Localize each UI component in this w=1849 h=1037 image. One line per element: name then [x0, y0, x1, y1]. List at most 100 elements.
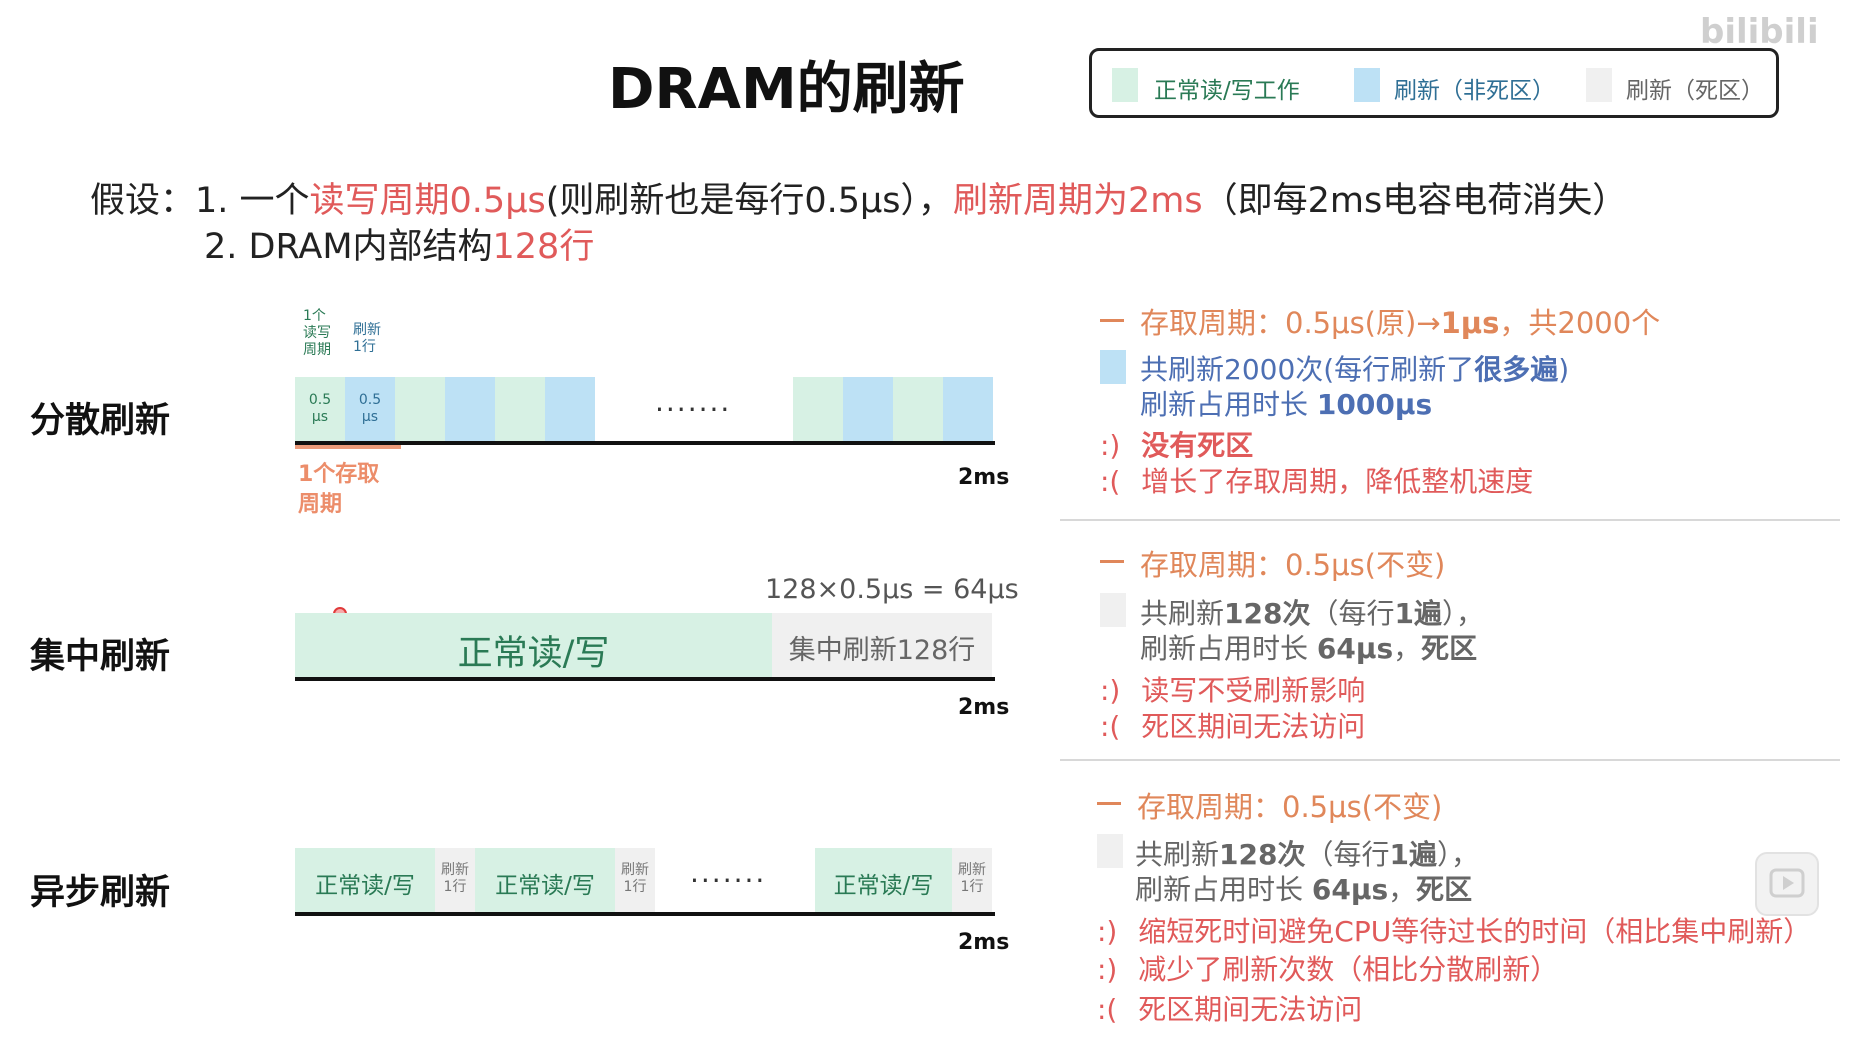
async-refresh-text-2: 刷新 1行 — [621, 862, 649, 895]
async-normal-text-2: 正常读/写 — [495, 873, 595, 899]
rw-cycle-label: 1个 读写 周期 — [303, 308, 331, 358]
async-refresh-duration-bold2: 死区 — [1416, 873, 1473, 906]
centralized-access-title: 存取周期：0.5μs(不变) — [1140, 548, 1446, 582]
centralized-con-text: 死区期间无法访问 — [1141, 710, 1366, 743]
async-normal-block-2: 正常读/写 — [475, 848, 615, 912]
async-refresh-count-mid: （每行 — [1305, 838, 1390, 871]
async-refresh-count-bold2: 1遍 — [1389, 838, 1437, 871]
scattered-refresh-duration-text: 刷新占用时长 — [1140, 388, 1317, 421]
scattered-ellipsis: ....... — [655, 385, 732, 418]
assumption-refresh-cycle: 刷新周期为2ms — [953, 181, 1203, 221]
scattered-refresh-count-end: ) — [1558, 353, 1570, 386]
async-refresh-block-3: 刷新 1行 — [952, 848, 992, 912]
bilibili-logo-watermark: bilibili — [1700, 12, 1819, 52]
scattered-cell-refresh-1: 0.5 μs — [345, 377, 395, 441]
assumption-rw-cycle: 读写周期0.5μs — [309, 181, 546, 221]
scattered-pro-text: 没有死区 — [1141, 429, 1254, 462]
scattered-cell-refresh-1-text: 0.5 μs — [358, 392, 382, 425]
async-normal-text-3: 正常读/写 — [833, 873, 934, 899]
async-refresh-duration-end: ， — [1388, 873, 1417, 906]
async-refresh-duration-text: 刷新占用时长 — [1135, 873, 1312, 906]
refresh-row-label: 刷新 1行 — [353, 322, 381, 355]
scattered-pro-face: :) — [1100, 429, 1121, 462]
async-refresh-duration-bold: 64μs — [1311, 873, 1389, 906]
legend: 正常读/写工作 刷新（非死区） 刷新（死区） — [1089, 48, 1779, 118]
scattered-cell-rw-5 — [893, 377, 943, 441]
async-normal-text-1: 正常读/写 — [315, 873, 415, 899]
section-label-async: 异步刷新 — [30, 873, 171, 913]
async-end-label: 2ms — [958, 930, 1010, 955]
scattered-cell-refresh-2 — [445, 377, 495, 441]
assumption-line2-rows: 128行 — [492, 227, 595, 267]
async-refresh-block-2: 刷新 1行 — [615, 848, 655, 912]
async-normal-block-3: 正常读/写 — [815, 848, 952, 912]
centralized-pro: :) 读写不受刷新影响 — [1100, 669, 1365, 709]
legend-label-normal: 正常读/写工作 — [1154, 78, 1300, 104]
async-con-face: :( — [1097, 993, 1118, 1026]
async-pro-1-text: 缩短死时间避免CPU等待过长的时间（相比集中刷新） — [1138, 915, 1812, 948]
play-button[interactable] — [1755, 852, 1819, 916]
async-pro-2: :) 减少了刷新次数（相比分散刷新） — [1097, 948, 1558, 988]
assumption-suffix: （即每2ms电容电荷消失） — [1202, 181, 1628, 221]
async-refresh-count-text: 共刷新 — [1135, 838, 1220, 871]
centralized-con: :( 死区期间无法访问 — [1100, 705, 1365, 745]
assumption-mid: (则刷新也是每行0.5μs）， — [545, 181, 954, 221]
scattered-refresh-count: 共刷新2000次(每行刷新了很多遍) — [1140, 348, 1569, 388]
legend-swatch-refresh-non-dead — [1354, 68, 1380, 102]
centralized-refresh-duration-bold: 64μs — [1316, 632, 1394, 665]
async-con-text: 死区期间无法访问 — [1138, 993, 1363, 1026]
scattered-access-title-text: 存取周期：0.5μs(原)→ — [1140, 306, 1441, 340]
access-cycle-label: 1个存取 周期 — [298, 462, 380, 517]
scattered-timeline — [295, 441, 995, 445]
page-title: DRAM的刷新 — [608, 57, 965, 122]
legend-label-refresh-non-dead: 刷新（非死区） — [1394, 78, 1555, 104]
assumption-line-1: 假设：1. 一个读写周期0.5μs(则刷新也是每行0.5μs），刷新周期为2ms… — [90, 172, 1627, 223]
centralized-refresh-duration-end: ， — [1393, 632, 1422, 665]
centralized-refresh-duration-bold2: 死区 — [1421, 632, 1478, 665]
async-refresh-count: 共刷新128次（每行1遍）， — [1135, 833, 1479, 873]
async-refresh-count-bold: 128次 — [1219, 838, 1306, 871]
async-access-title: 存取周期：0.5μs(不变) — [1137, 790, 1443, 824]
scattered-refresh-duration: 刷新占用时长 1000μs — [1140, 383, 1432, 423]
centralized-refresh-text: 集中刷新128行 — [788, 635, 976, 666]
access-cycle-underline — [295, 445, 401, 449]
legend-swatch-refresh-dead — [1586, 68, 1612, 102]
scattered-cell-rw-4 — [793, 377, 843, 441]
async-ellipsis: ....... — [690, 856, 767, 889]
scattered-cell-refresh-3 — [545, 377, 595, 441]
assumption-line2-prefix: 2. DRAM内部结构 — [204, 227, 493, 267]
centralized-con-face: :( — [1100, 710, 1121, 743]
section-label-scattered: 分散刷新 — [30, 401, 171, 441]
centralized-refresh-block: 集中刷新128行 — [772, 613, 992, 677]
divider-1 — [1060, 519, 1840, 521]
centralized-end-label: 2ms — [958, 695, 1010, 720]
scattered-access-title-bold: 1μs — [1440, 306, 1500, 340]
scattered-cell-refresh-5 — [943, 377, 993, 441]
scattered-pro: :) 没有死区 — [1100, 424, 1253, 464]
centralized-refresh-count-bold2: 1遍 — [1394, 597, 1442, 630]
section-label-centralized: 集中刷新 — [30, 637, 171, 677]
centralized-normal-block: 正常读/写 — [295, 613, 772, 677]
scattered-refresh-count-bold: 很多遍 — [1474, 353, 1559, 386]
centralized-refresh-duration-text: 刷新占用时长 — [1140, 632, 1317, 665]
scattered-refresh-count-text: 共刷新2000次(每行刷新了 — [1140, 353, 1475, 386]
async-pro-1: :) 缩短死时间避免CPU等待过长的时间（相比集中刷新） — [1097, 910, 1811, 950]
scattered-con-face: :( — [1100, 465, 1121, 498]
async-refresh-count-end: ）， — [1436, 838, 1479, 871]
centralized-refresh-count-bold: 128次 — [1224, 597, 1311, 630]
async-pro-1-face: :) — [1097, 915, 1118, 948]
centralized-refresh-count-text: 共刷新 — [1140, 597, 1225, 630]
scattered-end-label: 2ms — [958, 465, 1010, 490]
async-refresh-block-1: 刷新 1行 — [435, 848, 475, 912]
legend-swatch-normal — [1112, 68, 1138, 102]
centralized-timeline — [295, 677, 995, 681]
async-gray-swatch — [1097, 834, 1123, 868]
legend-label-refresh-dead: 刷新（死区） — [1626, 78, 1764, 104]
scattered-cell-rw-1: 0.5 μs — [295, 377, 345, 441]
async-refresh-duration: 刷新占用时长 64μs，死区 — [1135, 868, 1472, 908]
centralized-normal-text: 正常读/写 — [457, 634, 610, 674]
async-bullet-dash — [1097, 802, 1121, 805]
async-pro-2-face: :) — [1097, 953, 1118, 986]
async-pro-2-text: 减少了刷新次数（相比分散刷新） — [1138, 953, 1559, 986]
async-con: :( 死区期间无法访问 — [1097, 988, 1362, 1028]
